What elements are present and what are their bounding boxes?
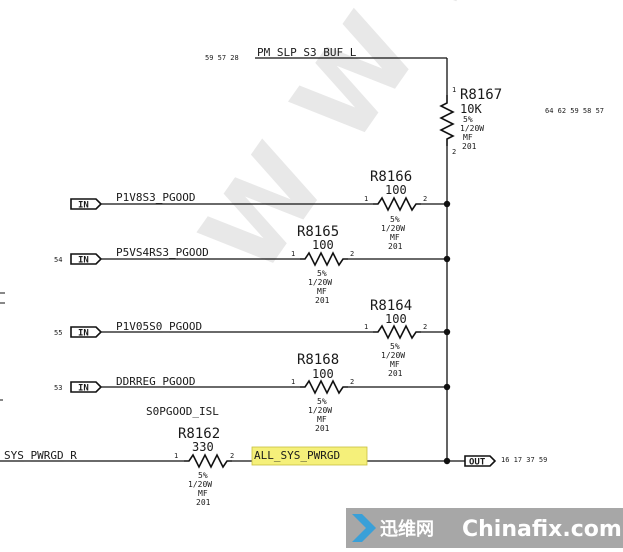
r8164-tol: 5% bbox=[390, 342, 400, 351]
in-flag-1-label: IN bbox=[78, 256, 89, 266]
resistor-r8165-symbol bbox=[300, 251, 348, 267]
logo-arrow-icon bbox=[352, 514, 376, 542]
r8162-type: MF bbox=[198, 489, 208, 498]
input-row-p1v8s3: IN P1V8S3_PGOOD 1 2 R8166 100 5% 1/20W M… bbox=[70, 169, 451, 251]
resistor-r8168-symbol bbox=[300, 379, 348, 395]
watermark-text: W W W bbox=[177, 0, 535, 296]
in-flag-2 bbox=[70, 326, 103, 338]
input-row-ddrreg: 53 IN DDRREG_PGOOD 1 2 R8168 100 5% 1/20… bbox=[54, 352, 451, 433]
r8167-pages: 64 62 59 58 57 bbox=[545, 107, 604, 115]
r8162-power: 1/20W bbox=[188, 480, 212, 489]
r8162-tol: 5% bbox=[198, 471, 208, 480]
r8164-pin2: 2 bbox=[423, 323, 427, 331]
resistor-r8167: 1 2 R8167 10K 5% 1/20W MF 201 64 62 59 5… bbox=[439, 86, 604, 156]
input-net-1: P5VS4RS3_PGOOD bbox=[116, 246, 209, 259]
logo-cn-text: 迅维网 bbox=[380, 518, 434, 540]
r8167-value: 10K bbox=[460, 102, 482, 116]
r8166-type: MF bbox=[390, 233, 400, 242]
in-flag-0-label: IN bbox=[78, 201, 89, 211]
output-row: SYS_PWRGD_R 1 2 R8162 330 5% 1/20W MF 20… bbox=[0, 426, 547, 507]
r8164-type: MF bbox=[390, 360, 400, 369]
resistor-r8162-symbol bbox=[184, 453, 232, 469]
edge-mark-a bbox=[0, 292, 5, 304]
r8166-power: 1/20W bbox=[381, 224, 405, 233]
r8168-power: 1/20W bbox=[308, 406, 332, 415]
power-rail: 59 57 28 PM_SLP_S3_BUF_L bbox=[205, 46, 448, 95]
net-highlight bbox=[251, 446, 368, 466]
r8164-pin1: 1 bbox=[364, 323, 368, 331]
junction-dot-2 bbox=[443, 328, 451, 336]
resistor-r8167-symbol bbox=[439, 95, 455, 146]
all-sys-pwrgd-label: ALL_SYS_PWRGD bbox=[254, 449, 340, 462]
input-net-0: P1V8S3_PGOOD bbox=[116, 191, 195, 204]
r8165-pin2: 2 bbox=[350, 250, 354, 258]
r8168-tol: 5% bbox=[317, 397, 327, 406]
in-flag-0 bbox=[70, 198, 103, 210]
r8162-ref: R8162 bbox=[178, 426, 220, 442]
chinafix-logo: 迅维网 Chinafix.com bbox=[346, 508, 623, 548]
r8167-power: 1/20W bbox=[460, 124, 484, 133]
r8164-ref: R8164 bbox=[370, 298, 412, 314]
junction-dot-0 bbox=[443, 200, 451, 208]
r8162-value: 330 bbox=[192, 440, 214, 454]
input-row-p5vs4rs3: 54 IN P5VS4RS3_PGOOD 1 2 R8165 100 5% 1/… bbox=[54, 224, 451, 305]
r8168-size: 201 bbox=[315, 424, 330, 433]
power-net-label: PM_SLP_S3_BUF_L bbox=[257, 46, 357, 59]
r8168-ref: R8168 bbox=[297, 352, 339, 368]
in-flag-3 bbox=[70, 381, 103, 393]
isl-label: S0PGOOD_ISL bbox=[146, 405, 219, 418]
in-flag-1 bbox=[70, 253, 103, 265]
input-pages-2: 55 bbox=[54, 329, 62, 337]
r8168-value: 100 bbox=[312, 367, 334, 381]
r8168-pin1: 1 bbox=[291, 378, 295, 386]
logo-banner bbox=[346, 508, 623, 548]
r8166-ref: R8166 bbox=[370, 169, 412, 185]
r8165-ref: R8165 bbox=[297, 224, 339, 240]
r8164-power: 1/20W bbox=[381, 351, 405, 360]
out-pages: 16 17 37 59 bbox=[501, 456, 547, 464]
r8166-size: 201 bbox=[388, 242, 403, 251]
out-flag bbox=[464, 455, 497, 467]
r8167-size: 201 bbox=[462, 142, 477, 151]
junction-dot-3 bbox=[443, 383, 451, 391]
r8162-size: 201 bbox=[196, 498, 211, 507]
r8167-type: MF bbox=[463, 133, 473, 142]
r8166-value: 100 bbox=[385, 183, 407, 197]
r8165-type: MF bbox=[317, 287, 327, 296]
r8162-pin1: 1 bbox=[174, 452, 178, 460]
out-flag-label: OUT bbox=[469, 458, 486, 468]
in-flag-3-label: IN bbox=[78, 384, 89, 394]
r8167-tol: 5% bbox=[463, 115, 473, 124]
input-pages-3: 53 bbox=[54, 384, 62, 392]
junction-dot-out bbox=[443, 457, 451, 465]
r8166-pin1: 1 bbox=[364, 195, 368, 203]
sys-pwrgd-r-label: SYS_PWRGD_R bbox=[4, 449, 77, 462]
r8164-size: 201 bbox=[388, 369, 403, 378]
logo-en-text: Chinafix.com bbox=[462, 517, 622, 542]
r8167-ref: R8167 bbox=[460, 87, 502, 103]
resistor-r8164-symbol bbox=[373, 324, 421, 340]
r8165-value: 100 bbox=[312, 238, 334, 252]
r8166-tol: 5% bbox=[390, 215, 400, 224]
r8162-pin2: 2 bbox=[230, 452, 234, 460]
r8167-pin2: 2 bbox=[452, 148, 456, 156]
r8167-pin1: 1 bbox=[452, 86, 456, 94]
r8168-type: MF bbox=[317, 415, 327, 424]
r8166-pin2: 2 bbox=[423, 195, 427, 203]
junction-dot-1 bbox=[443, 255, 451, 263]
power-net-pages: 59 57 28 bbox=[205, 54, 239, 62]
r8168-pin2: 2 bbox=[350, 378, 354, 386]
in-flag-2-label: IN bbox=[78, 329, 89, 339]
input-row-p1v05s0: 55 IN P1V05S0_PGOOD 1 2 R8164 100 5% 1/2… bbox=[54, 298, 451, 378]
r8165-power: 1/20W bbox=[308, 278, 332, 287]
input-net-2: P1V05S0_PGOOD bbox=[116, 320, 202, 333]
r8164-value: 100 bbox=[385, 312, 407, 326]
r8165-pin1: 1 bbox=[291, 250, 295, 258]
input-net-3: DDRREG_PGOOD bbox=[116, 375, 195, 388]
resistor-r8166-symbol bbox=[373, 196, 421, 212]
r8165-tol: 5% bbox=[317, 269, 327, 278]
r8165-size: 201 bbox=[315, 296, 330, 305]
input-pages-1: 54 bbox=[54, 256, 62, 264]
